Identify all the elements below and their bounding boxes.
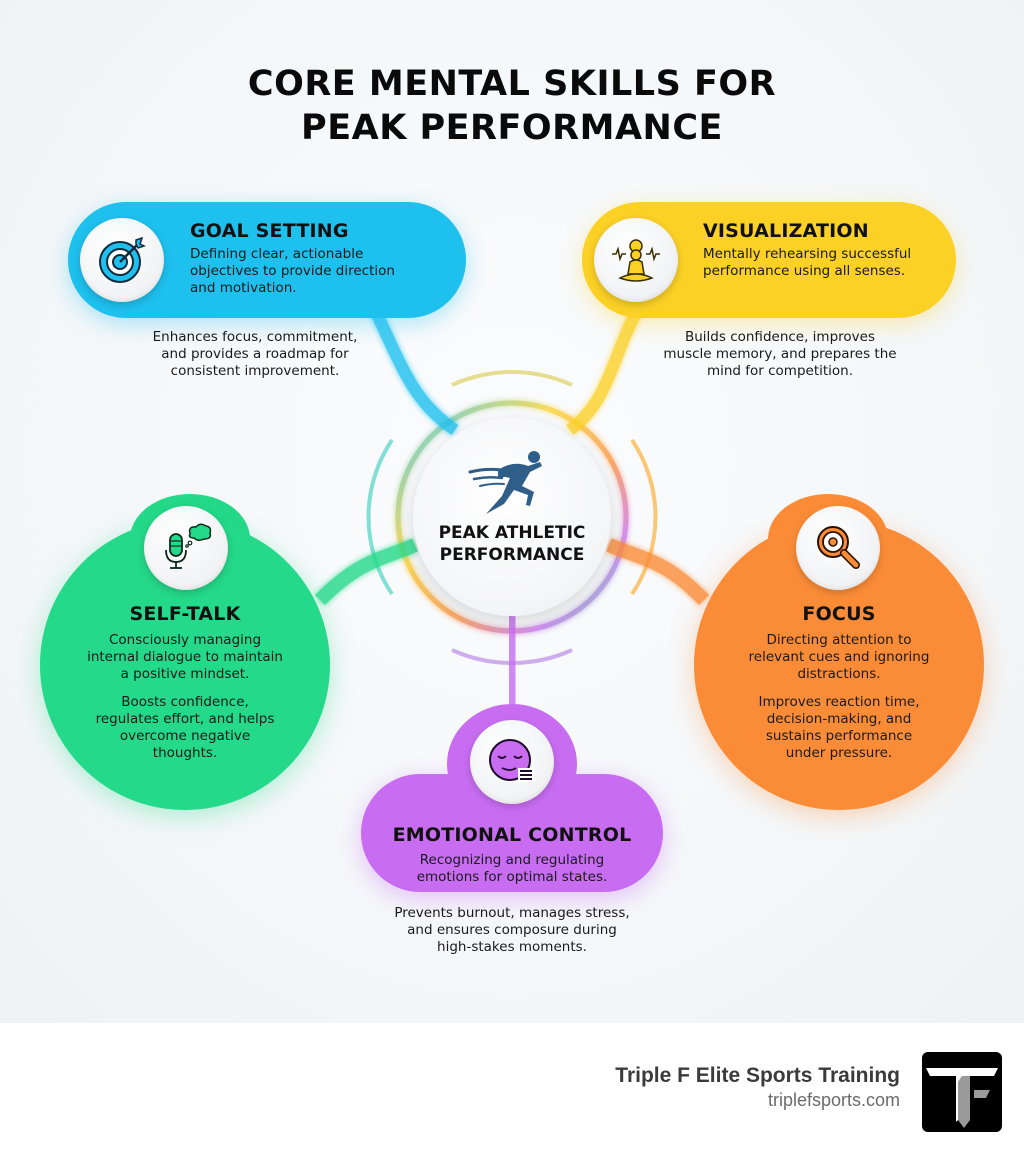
self-talk-definition: Consciously managing internal dialogue t… [87,632,283,682]
page-title: CORE MENTAL SKILLS FOR PEAK PERFORMANCE [0,62,1024,150]
brand-name[interactable]: Triple F Elite Sports Training [615,1064,900,1087]
emotional-control-definition: Recognizing and regulating emotions for … [416,852,608,885]
runner-icon [468,451,542,514]
central-hub [413,418,611,616]
brand-logo[interactable] [922,1052,1002,1132]
emotional-control-benefit: Prevents burnout, manages stress, and en… [394,905,630,955]
visualization-title: VISUALIZATION [703,220,869,242]
goal-setting-icon-badge [80,218,164,302]
magnifier-icon [817,526,860,569]
focus-benefit: Improves reaction time, decision-making,… [758,694,920,761]
self-talk-title: SELF-TALK [129,603,241,625]
visualization-benefit: Builds confidence, improves muscle memor… [663,329,897,379]
microphone-thought-icon [165,523,212,569]
title-line-2: PEAK PERFORMANCE [301,108,723,148]
self-talk-icon-badge [144,506,228,590]
emotional-control-icon-badge [470,720,554,804]
meditation-icon [612,239,660,282]
brand-url-link[interactable]: triplefsports.com [767,1090,900,1110]
focus-icon-badge [796,506,880,590]
connector-lines [315,297,710,722]
footer [0,1023,1024,1154]
focus-definition: Directing attention to relevant cues and… [748,632,930,682]
goal-setting-title: GOAL SETTING [190,220,349,242]
infographic-canvas: CORE MENTAL SKILLS FOR PEAK PERFORMANCE [0,0,1024,1023]
emotional-control-title: EMOTIONAL CONTROL [392,824,632,846]
goal-setting-definition: Defining clear, actionable objectives to… [190,246,395,296]
visualization-icon-badge [594,218,678,302]
focus-title: FOCUS [802,603,876,625]
hub-label: PEAK ATHLETIC PERFORMANCE [438,523,586,565]
visualization-definition: Mentally rehearsing successful performan… [703,246,912,279]
calm-face-icon [489,739,534,782]
goal-setting-benefit: Enhances focus, commitment, and provides… [152,329,358,379]
target-icon [99,236,146,283]
triple-f-logo-icon [926,1068,998,1128]
self-talk-benefit: Boosts confidence, regulates effort, and… [95,694,275,761]
title-line-1: CORE MENTAL SKILLS FOR [247,64,777,104]
